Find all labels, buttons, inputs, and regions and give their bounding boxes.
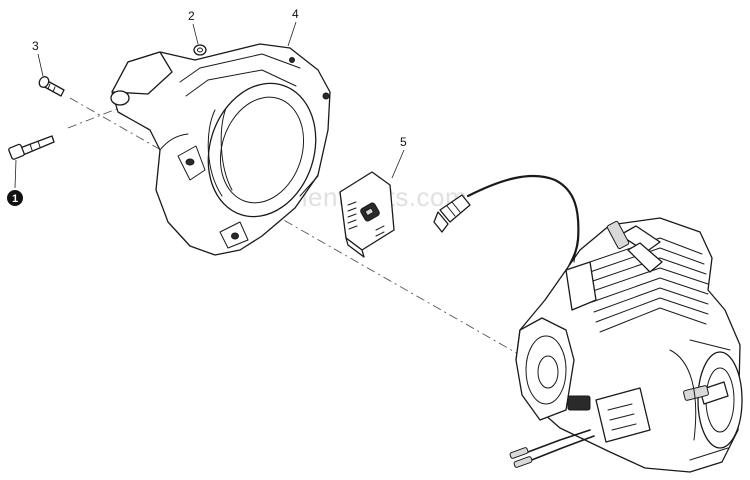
assembly-axis-line bbox=[69, 97, 521, 356]
callout-2: 2 bbox=[188, 9, 199, 45]
part-2-washer[interactable] bbox=[193, 44, 207, 56]
part-3-bolt[interactable] bbox=[37, 75, 65, 97]
callout-4-label: 4 bbox=[292, 7, 299, 21]
part-5-ignition-module[interactable] bbox=[339, 171, 395, 258]
callout-3-label: 3 bbox=[32, 39, 39, 53]
callout-2-label: 2 bbox=[188, 9, 195, 23]
callout-4: 4 bbox=[287, 7, 299, 47]
part-1-bolt[interactable] bbox=[8, 135, 55, 160]
callout-1: 1 bbox=[7, 159, 23, 206]
engine-assembly[interactable] bbox=[433, 174, 743, 473]
part-4-fan-housing[interactable] bbox=[110, 43, 332, 256]
callout-3: 3 bbox=[32, 39, 44, 77]
callout-1-label: 1 bbox=[12, 193, 18, 205]
callout-5-label: 5 bbox=[400, 135, 407, 149]
callout-5: 5 bbox=[391, 135, 407, 179]
